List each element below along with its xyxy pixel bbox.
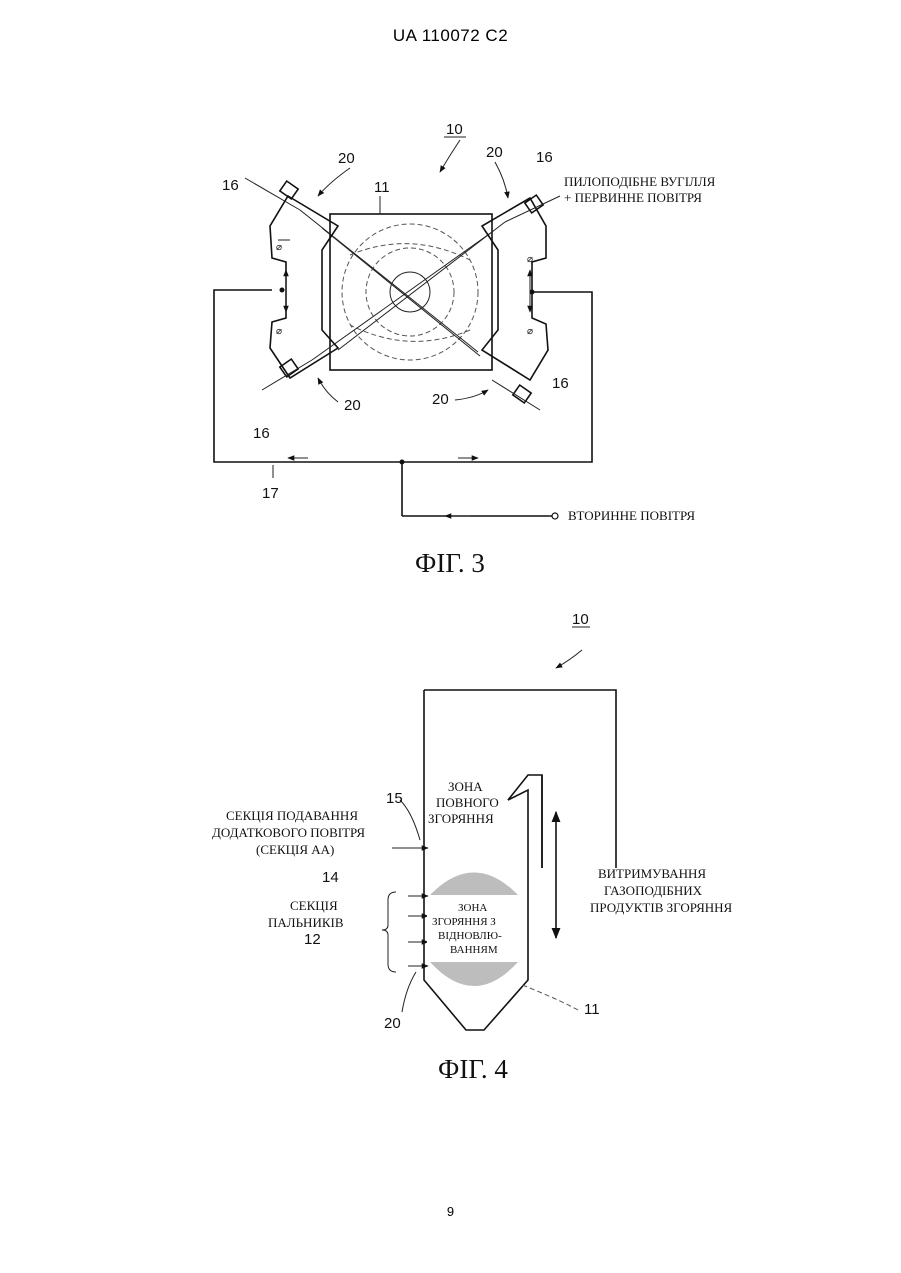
fig4-ref-11: 11: [584, 1001, 600, 1018]
reduction-zone-bottom: [430, 962, 518, 986]
residence-label-1: ВИТРИМУВАННЯ: [598, 866, 706, 881]
reduction-zone-label-2: ЗГОРЯННЯ З: [432, 916, 496, 928]
full-combustion-label-1: ЗОНА: [448, 779, 483, 794]
reduction-zone-top: [430, 873, 518, 896]
swirl-flow: [342, 224, 478, 360]
residence-label-3: ПРОДУКТІВ ЗГОРЯННЯ: [590, 900, 733, 915]
svg-text:⌀: ⌀: [276, 242, 282, 253]
burner-bracket: [382, 892, 396, 972]
fig4-ref-12: 12: [304, 931, 321, 948]
full-combustion-label-3: ЗГОРЯННЯ: [428, 811, 494, 826]
aa-section-label-2: ДОДАТКОВОГО ПОВІТРЯ: [212, 825, 365, 840]
fig3-ref-10: 10: [446, 121, 463, 138]
label-coal-primary-air-2: + ПЕРВИННЕ ПОВІТРЯ: [564, 190, 702, 205]
figure-3: ⌀ ⌀ ⌀ ⌀: [214, 121, 716, 578]
reduction-zone-label-4: ВАННЯМ: [450, 944, 498, 956]
fig4-ref-10: 10: [572, 611, 589, 628]
fig4-ref-14: 14: [322, 869, 339, 886]
fig4-ref-15: 15: [386, 790, 403, 807]
fig3-ref-16-tl: 16: [222, 177, 239, 194]
figure-3-caption: ФІГ. 3: [415, 548, 485, 578]
figure-4: 10 15 14 12 20 11 СЕКЦІЯ ПОДАВАННЯ ДОДАТ…: [212, 611, 733, 1084]
label-coal-primary-air-1: ПИЛОПОДІБНЕ ВУГІЛЛЯ: [564, 174, 716, 189]
fig3-ref-17: 17: [262, 485, 279, 502]
aa-section-label-1: СЕКЦІЯ ПОДАВАННЯ: [226, 808, 358, 823]
full-combustion-label-2: ПОВНОГО: [436, 795, 499, 810]
fig4-ref-20: 20: [384, 1015, 401, 1032]
fig3-ref-20-tl: 20: [338, 150, 355, 167]
burner-section-label-1: СЕКЦІЯ: [290, 898, 338, 913]
fig3-ref-16-tr: 16: [536, 149, 553, 166]
windbox-left: ⌀ ⌀: [270, 196, 338, 378]
page-number: 9: [0, 1204, 901, 1219]
fig3-ref-20-br: 20: [432, 391, 449, 408]
svg-text:⌀: ⌀: [527, 254, 533, 265]
residence-label-2: ГАЗОПОДІБНИХ: [604, 883, 703, 898]
injection-arrows: [392, 848, 428, 966]
burner-section-label-2: ПАЛЬНИКІВ: [268, 915, 344, 930]
reduction-zone-label-3: ВІДНОВЛЮ-: [438, 930, 502, 942]
fig3-ref-16-bl: 16: [253, 425, 270, 442]
fig3-ref-11: 11: [374, 179, 390, 196]
burner-heads: [245, 178, 560, 410]
svg-text:⌀: ⌀: [527, 326, 533, 337]
label-secondary-air: ВТОРИННЕ ПОВІТРЯ: [568, 508, 695, 523]
fig3-leaders: [273, 140, 508, 478]
fig3-ref-20-bl: 20: [344, 397, 361, 414]
aa-section-label-3: (СЕКЦІЯ АА): [256, 842, 334, 857]
reduction-zone-label-1: ЗОНА: [458, 902, 487, 914]
figure-4-caption: ФІГ. 4: [438, 1054, 508, 1084]
fig3-ref-20-tr: 20: [486, 144, 503, 161]
fig3-ref-16-br: 16: [552, 375, 569, 392]
svg-text:⌀: ⌀: [276, 326, 282, 337]
